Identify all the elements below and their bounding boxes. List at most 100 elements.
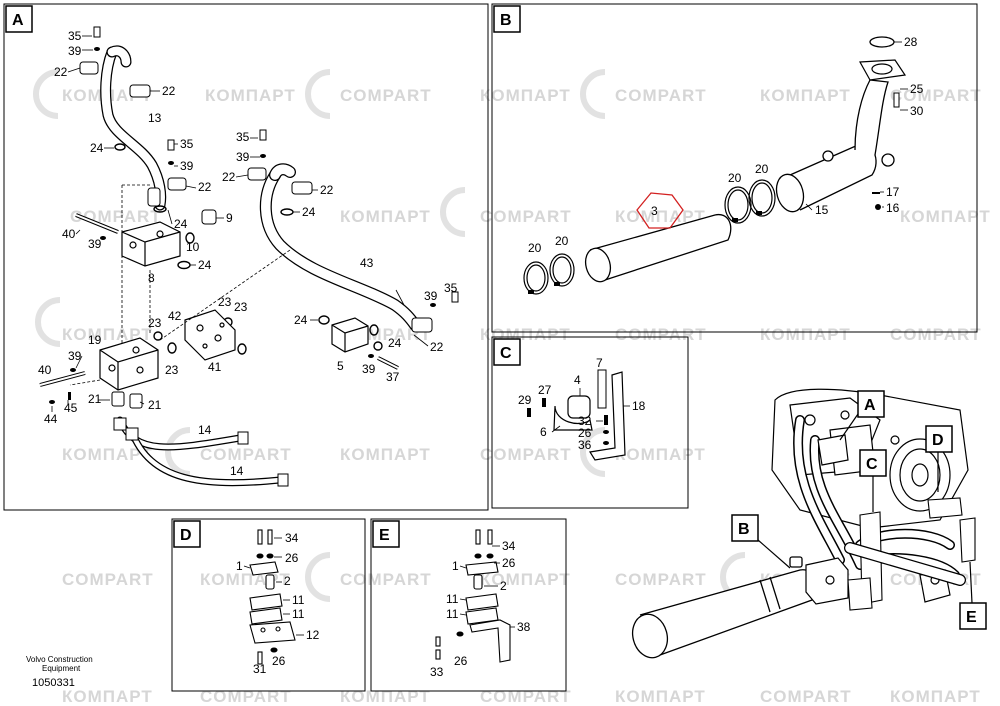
- fittings-22: [79, 61, 433, 333]
- panel-d-tag: [173, 520, 201, 548]
- callout: 24: [388, 336, 402, 350]
- block-8: [121, 221, 181, 267]
- panel-c-title: C: [500, 345, 512, 362]
- panel-a-title: A: [12, 12, 24, 29]
- callout: 11: [446, 592, 459, 606]
- panel-d: D 34 26 1 2 11 11 12 31 26: [171, 518, 366, 692]
- overview-label-c: C: [859, 449, 887, 512]
- callout: 32: [578, 414, 592, 428]
- pipe-3: [584, 213, 732, 283]
- block-5: [331, 317, 369, 353]
- callout: 34: [285, 531, 299, 545]
- assembly-lines: [69, 184, 291, 386]
- footer-doc-number: 1050331: [32, 677, 75, 689]
- callout: 39: [362, 362, 376, 376]
- callout: 2: [500, 579, 507, 593]
- overview-label-c-text: C: [866, 456, 878, 473]
- callout: 20: [755, 162, 769, 176]
- callout: 30: [910, 104, 924, 118]
- callout: 18: [632, 399, 646, 413]
- bracket-18: [589, 371, 626, 461]
- bolt-40-upper: [75, 213, 119, 234]
- watermark-text: COMPART: [615, 86, 707, 105]
- callout: 39: [424, 289, 438, 303]
- clamps-20: [523, 179, 776, 295]
- panel-c-tag: [493, 338, 521, 366]
- overview-label-b: B: [731, 514, 791, 569]
- bolt-30: [893, 92, 900, 108]
- callout: 39: [68, 349, 82, 363]
- watermark-text: COMPART: [890, 86, 982, 105]
- watermark-row-1: КОМПАРТ КОМПАРТ COMPART КОМПАРТ COMPART …: [62, 86, 982, 105]
- callout: 22: [320, 183, 334, 197]
- callout: 41: [208, 360, 222, 374]
- panel-a-leaders: [51, 35, 429, 412]
- callout: 22: [54, 65, 68, 79]
- panel-e-title: E: [379, 527, 390, 544]
- flange-25: [859, 59, 907, 81]
- panel-d-callouts: 34 26 1 2 11 11 12 31 26: [236, 531, 320, 676]
- callout: 12: [306, 628, 320, 642]
- panel-e: E 34 26 1 2 11 11 38 33 26: [370, 518, 567, 692]
- tube-13: [100, 45, 167, 211]
- callout: 8: [148, 271, 155, 285]
- panel-c-frame: [491, 336, 689, 509]
- items-44-45: [49, 392, 71, 404]
- tube-43: [259, 163, 421, 331]
- panel-b-leaders: [805, 41, 908, 211]
- watermark-text: COMPART: [760, 687, 852, 706]
- callout: 2: [284, 574, 291, 588]
- panel-b-frame: [491, 3, 978, 333]
- callout: 40: [62, 227, 76, 241]
- callout: 15: [815, 203, 829, 217]
- callout: 23: [234, 300, 248, 314]
- overview-label-b-text: B: [738, 521, 750, 538]
- callout: 22: [162, 84, 176, 98]
- footer-company-line2: Equipment: [42, 664, 81, 673]
- bracket-assembly-d: [249, 529, 296, 665]
- callout: 36: [578, 438, 592, 452]
- callout: 20: [728, 171, 742, 185]
- callout: 21: [88, 392, 102, 406]
- watermark-text: COMPART: [200, 445, 292, 464]
- watermark-text: КОМПАРТ: [900, 207, 991, 226]
- callout: 11: [292, 593, 305, 607]
- watermark-text: КОМПАРТ: [760, 325, 851, 344]
- callout: 39: [68, 44, 82, 58]
- overview-label-d-text: D: [932, 432, 944, 449]
- panel-c: C 7 4 27 29 32 26 36 6 18: [491, 336, 689, 509]
- watermark-text: КОМПАРТ: [340, 207, 431, 226]
- callout: 43: [360, 256, 374, 270]
- callout: 27: [538, 383, 552, 397]
- callout: 3: [651, 204, 658, 218]
- callout: 29: [518, 393, 532, 407]
- callout: 24: [294, 313, 308, 327]
- callout: 26: [272, 654, 286, 668]
- watermark-text: COMPART: [340, 86, 432, 105]
- washers-39: [70, 47, 436, 372]
- overview-label-e-text: E: [966, 609, 977, 626]
- callout: 31: [253, 662, 267, 676]
- callout: 9: [226, 211, 233, 225]
- bolt-40-lower: [39, 371, 86, 387]
- callout: 20: [555, 234, 569, 248]
- flange-41: [184, 309, 236, 361]
- overview-illustration: A D C B E: [631, 388, 987, 659]
- callout: 24: [198, 258, 212, 272]
- overview-label-a: A: [839, 390, 885, 441]
- small-hardware-c: [527, 398, 609, 445]
- watermark-logos: [33, 69, 746, 602]
- callout: 42: [168, 309, 182, 323]
- callout: 26: [454, 654, 468, 668]
- callout: 20: [528, 241, 542, 255]
- callout: 23: [165, 363, 179, 377]
- callout: 28: [904, 35, 918, 49]
- watermark-text: COMPART: [615, 570, 707, 589]
- highlight-hex: [636, 192, 684, 229]
- watermark-text: КОМПАРТ: [480, 86, 571, 105]
- panel-a-tag: [5, 5, 33, 33]
- overview-label-d: D: [925, 425, 953, 492]
- watermark-text: COMPART: [890, 325, 982, 344]
- callout: 35: [68, 29, 82, 43]
